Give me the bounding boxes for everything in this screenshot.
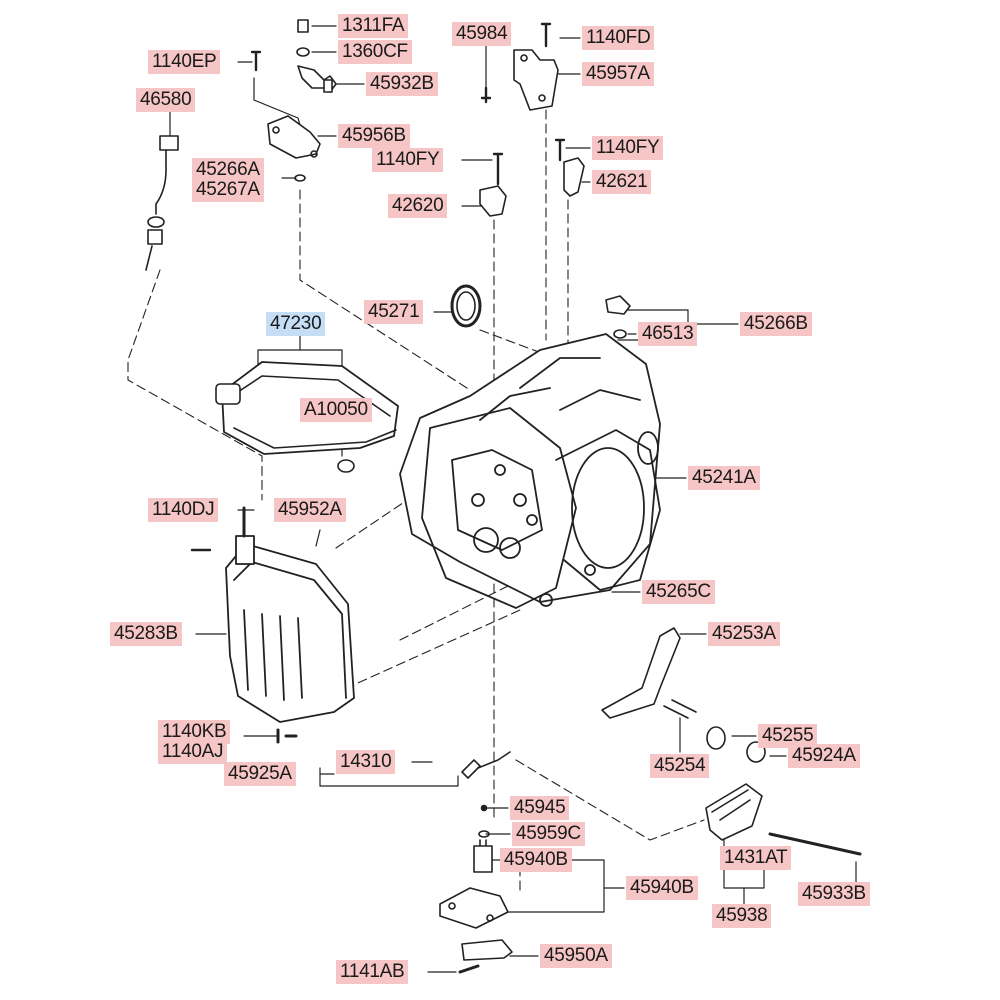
label-1431AT: 1431AT [720, 846, 792, 870]
label-45952A: 45952A [274, 498, 346, 522]
label-45283B: 45283B [110, 622, 182, 646]
label-45253A: 45253A [708, 622, 780, 646]
label-1140AJ: 1140AJ [158, 740, 228, 764]
label-45933B: 45933B [798, 882, 870, 906]
detent-parts-45940B [439, 751, 513, 974]
label-45984: 45984 [452, 22, 512, 46]
bracket-45957A [480, 22, 559, 111]
transmission-case-45241A [399, 333, 661, 609]
top-fasteners [250, 19, 337, 182]
label-45925A: 45925A [224, 762, 296, 786]
label-1140DJ: 1140DJ [148, 498, 219, 522]
label-14310: 14310 [336, 750, 396, 774]
label-46580: 46580 [136, 88, 196, 112]
label-45271: 45271 [364, 300, 424, 324]
label-45938: 45938 [712, 904, 772, 928]
label-45266B: 45266B [740, 312, 812, 336]
sensor-45266B [605, 295, 631, 339]
label-1311FA: 1311FA [338, 14, 409, 38]
label-45956B: 45956B [338, 124, 410, 148]
label-1140FY-right: 1140FY [592, 136, 664, 160]
label-45265C: 45265C [642, 580, 715, 604]
label-46513: 46513 [638, 322, 698, 346]
manual-lever-45938 [705, 783, 862, 856]
label-45957A: 45957A [582, 62, 654, 86]
label-1140FY-left: 1140FY [372, 148, 444, 172]
label-A10050: A10050 [300, 398, 372, 422]
speed-sensors [450, 138, 585, 328]
shift-lever-45253A [276, 627, 766, 763]
label-45241A: 45241A [688, 466, 760, 490]
sensor-46580 [145, 135, 179, 271]
label-45924A: 45924A [788, 744, 860, 768]
oil-pan-45283B [190, 506, 355, 723]
label-45940B-upper: 45940B [500, 848, 572, 872]
label-1141AB: 1141AB [336, 960, 409, 984]
label-45254: 45254 [650, 754, 710, 778]
label-42620: 42620 [388, 194, 448, 218]
label-45959C: 45959C [512, 822, 585, 846]
label-1140FD: 1140FD [582, 26, 655, 50]
label-1140EP: 1140EP [148, 50, 221, 74]
label-47230: 47230 [266, 312, 326, 336]
label-42621: 42621 [592, 170, 652, 194]
label-45267A: 45267A [192, 178, 264, 202]
label-45950A: 45950A [540, 944, 612, 968]
label-45945: 45945 [510, 796, 570, 820]
leader-lines [169, 25, 857, 973]
label-45940B-right: 45940B [626, 876, 698, 900]
label-1360CF: 1360CF [338, 40, 412, 64]
label-45932B: 45932B [366, 72, 438, 96]
